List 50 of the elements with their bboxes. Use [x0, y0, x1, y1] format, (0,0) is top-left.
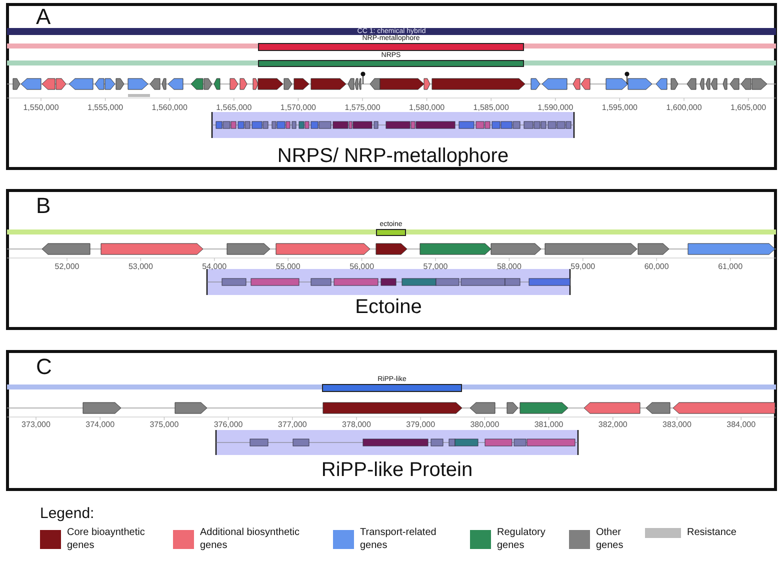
legend-heading: Legend: [40, 505, 94, 522]
panel-letter: B [36, 195, 51, 217]
axis-tick-label: 1,600,000 [666, 104, 702, 112]
axis-tick-label: 382,000 [598, 421, 628, 429]
axis-tick-label: 1,550,000 [23, 104, 59, 112]
legend-label: Regulatory genes [497, 527, 546, 552]
axis-tick-label: 53,000 [128, 263, 153, 271]
axis-tick-label: 373,000 [22, 421, 50, 429]
axis-tick-label: 378,000 [342, 421, 371, 429]
panel-frame [6, 3, 777, 170]
axis-tick-label: 52,000 [54, 263, 80, 271]
axis-tick-label: 1,570,000 [280, 104, 316, 112]
axis-tick-label: 384,000 [726, 421, 756, 429]
axis-tick-label: 1,595,000 [602, 104, 638, 112]
axis-tick-label: 379,000 [406, 421, 436, 429]
axis-tick-label: 381,000 [534, 421, 564, 429]
panel-title: RiPP-like Protein [321, 460, 473, 480]
axis-tick-label: 1,580,000 [409, 104, 445, 112]
panel-title: Ectoine [355, 297, 422, 317]
axis-tick-label: 57,000 [423, 263, 448, 271]
legend-label: Other genes [596, 527, 624, 552]
axis-tick-label: 58,000 [496, 263, 522, 271]
legend-label: Resistance [687, 527, 738, 540]
legend-label: Transport-related genes [360, 527, 438, 552]
panel-letter: A [36, 6, 51, 28]
axis-tick-label: 61,000 [718, 263, 743, 271]
axis-tick-label: 56,000 [350, 263, 374, 271]
axis-tick-label: 1,575,000 [344, 104, 380, 112]
panel-letter: C [36, 356, 52, 378]
legend-label: Core bioaynthetic genes [67, 527, 146, 552]
axis-tick-label: 1,605,000 [730, 104, 766, 112]
axis-tick-label: 54,000 [202, 263, 227, 271]
axis-tick-label: 377,000 [278, 421, 307, 429]
axis-tick-label: 1,565,000 [216, 104, 252, 112]
axis-tick-label: 380,000 [470, 421, 500, 429]
panel-frame [6, 189, 777, 330]
axis-tick-label: 1,555,000 [88, 104, 124, 112]
axis-tick-label: 1,590,000 [538, 104, 574, 112]
axis-tick-label: 375,000 [150, 421, 179, 429]
legend-label: Additional biosynthetic genes [200, 527, 301, 552]
axis-tick-label: 1,585,000 [473, 104, 509, 112]
axis-tick-label: 60,000 [644, 263, 669, 271]
axis-tick-label: 1,560,000 [152, 104, 188, 112]
panel-title: NRPS/ NRP-metallophore [277, 146, 509, 166]
panel-frame [6, 350, 777, 491]
axis-tick-label: 383,000 [662, 421, 692, 429]
axis-tick-label: 376,000 [214, 421, 243, 429]
axis-tick-label: 55,000 [276, 263, 300, 271]
axis-tick-label: 374,000 [86, 421, 115, 429]
axis-tick-label: 59,000 [570, 263, 596, 271]
